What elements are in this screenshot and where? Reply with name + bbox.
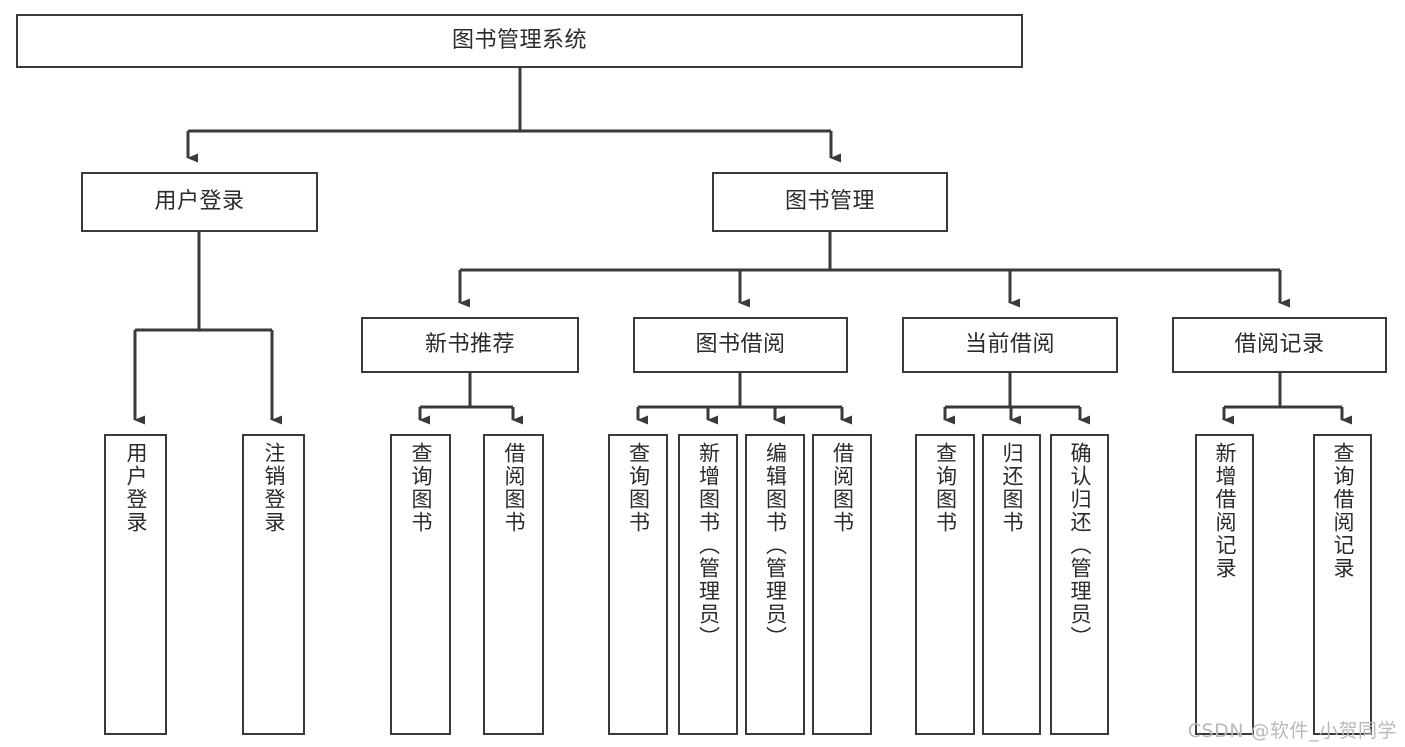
leaf-user-login-label: 用户登录 [124,442,148,534]
leaf-query-book-borrow-label: 查询图书 [626,442,651,534]
leaf-add-book-admin-label: 新增图书（管理员） [696,442,721,649]
leaf-return-book[interactable]: 归还图书 [982,434,1041,735]
node-borrow-record[interactable]: 借阅记录 [1172,317,1387,373]
leaf-edit-book-admin-label: 编辑图书（管理员） [763,442,788,649]
node-user-login-label: 用户登录 [154,188,245,214]
node-current-borrow[interactable]: 当前借阅 [902,317,1118,373]
node-book-borrow[interactable]: 图书借阅 [633,317,848,373]
leaf-return-book-label: 归还图书 [1000,442,1024,534]
leaf-add-borrow-record-label: 新增借阅记录 [1213,442,1237,580]
leaf-add-book-admin[interactable]: 新增图书（管理员） [678,434,738,735]
leaf-confirm-return-admin-label: 确认归还（管理员） [1068,442,1092,649]
leaf-query-borrow-record-label: 查询借阅记录 [1331,442,1355,580]
leaf-borrow-book-label: 借阅图书 [830,442,855,534]
leaf-query-book-current[interactable]: 查询图书 [915,434,975,735]
leaf-query-book-recommend[interactable]: 查询图书 [390,434,451,735]
node-book-management-label: 图书管理 [784,188,875,214]
node-book-borrow-label: 图书借阅 [695,331,786,357]
node-root-system[interactable]: 图书管理系统 [16,14,1023,68]
leaf-borrow-book[interactable]: 借阅图书 [812,434,872,735]
leaf-query-book-borrow[interactable]: 查询图书 [608,434,668,735]
leaf-query-borrow-record[interactable]: 查询借阅记录 [1313,434,1372,735]
leaf-borrow-book-recommend-label: 借阅图书 [502,442,526,534]
node-root-label: 图书管理系统 [451,27,587,53]
node-borrow-record-label: 借阅记录 [1234,331,1325,357]
node-current-borrow-label: 当前借阅 [964,331,1055,357]
node-new-book-recommend-label: 新书推荐 [424,331,515,357]
node-new-book-recommend[interactable]: 新书推荐 [361,317,579,373]
node-user-login[interactable]: 用户登录 [81,172,318,232]
leaf-add-borrow-record[interactable]: 新增借阅记录 [1195,434,1254,735]
csdn-watermark: CSDN @软件_小贺同学 [1187,720,1397,742]
leaf-borrow-book-recommend[interactable]: 借阅图书 [483,434,544,735]
leaf-confirm-return-admin[interactable]: 确认归还（管理员） [1050,434,1109,735]
leaf-query-book-current-label: 查询图书 [933,442,958,534]
node-book-management[interactable]: 图书管理 [712,172,948,232]
leaf-edit-book-admin[interactable]: 编辑图书（管理员） [745,434,805,735]
leaf-query-book-recommend-label: 查询图书 [409,442,433,534]
leaf-user-login[interactable]: 用户登录 [104,434,167,735]
leaf-logout-login[interactable]: 注销登录 [242,434,305,735]
leaf-logout-login-label: 注销登录 [262,442,286,534]
